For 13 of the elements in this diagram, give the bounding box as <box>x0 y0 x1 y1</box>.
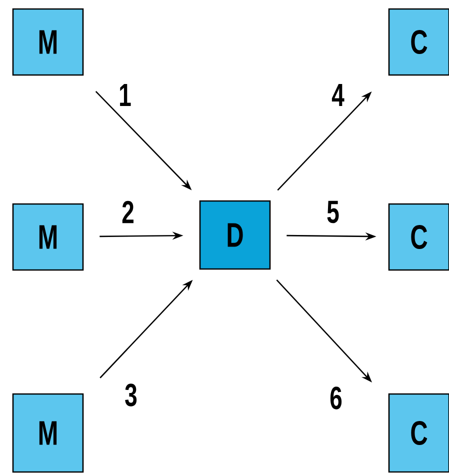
edge-label: 2 <box>122 200 134 224</box>
edge-label: 5 <box>327 200 339 224</box>
letter-box: M <box>12 8 84 76</box>
edge-label: 6 <box>330 386 342 410</box>
letter-box: C <box>388 8 449 76</box>
letter-box: C <box>388 203 449 271</box>
edge-label: 3 <box>125 384 137 406</box>
edge-label: 4 <box>332 84 344 106</box>
letter-box: M <box>12 393 84 473</box>
letter-box: D <box>199 200 271 270</box>
letter-box: C <box>388 393 449 473</box>
letter-box: M <box>12 203 84 271</box>
edge-label: 1 <box>120 84 131 106</box>
